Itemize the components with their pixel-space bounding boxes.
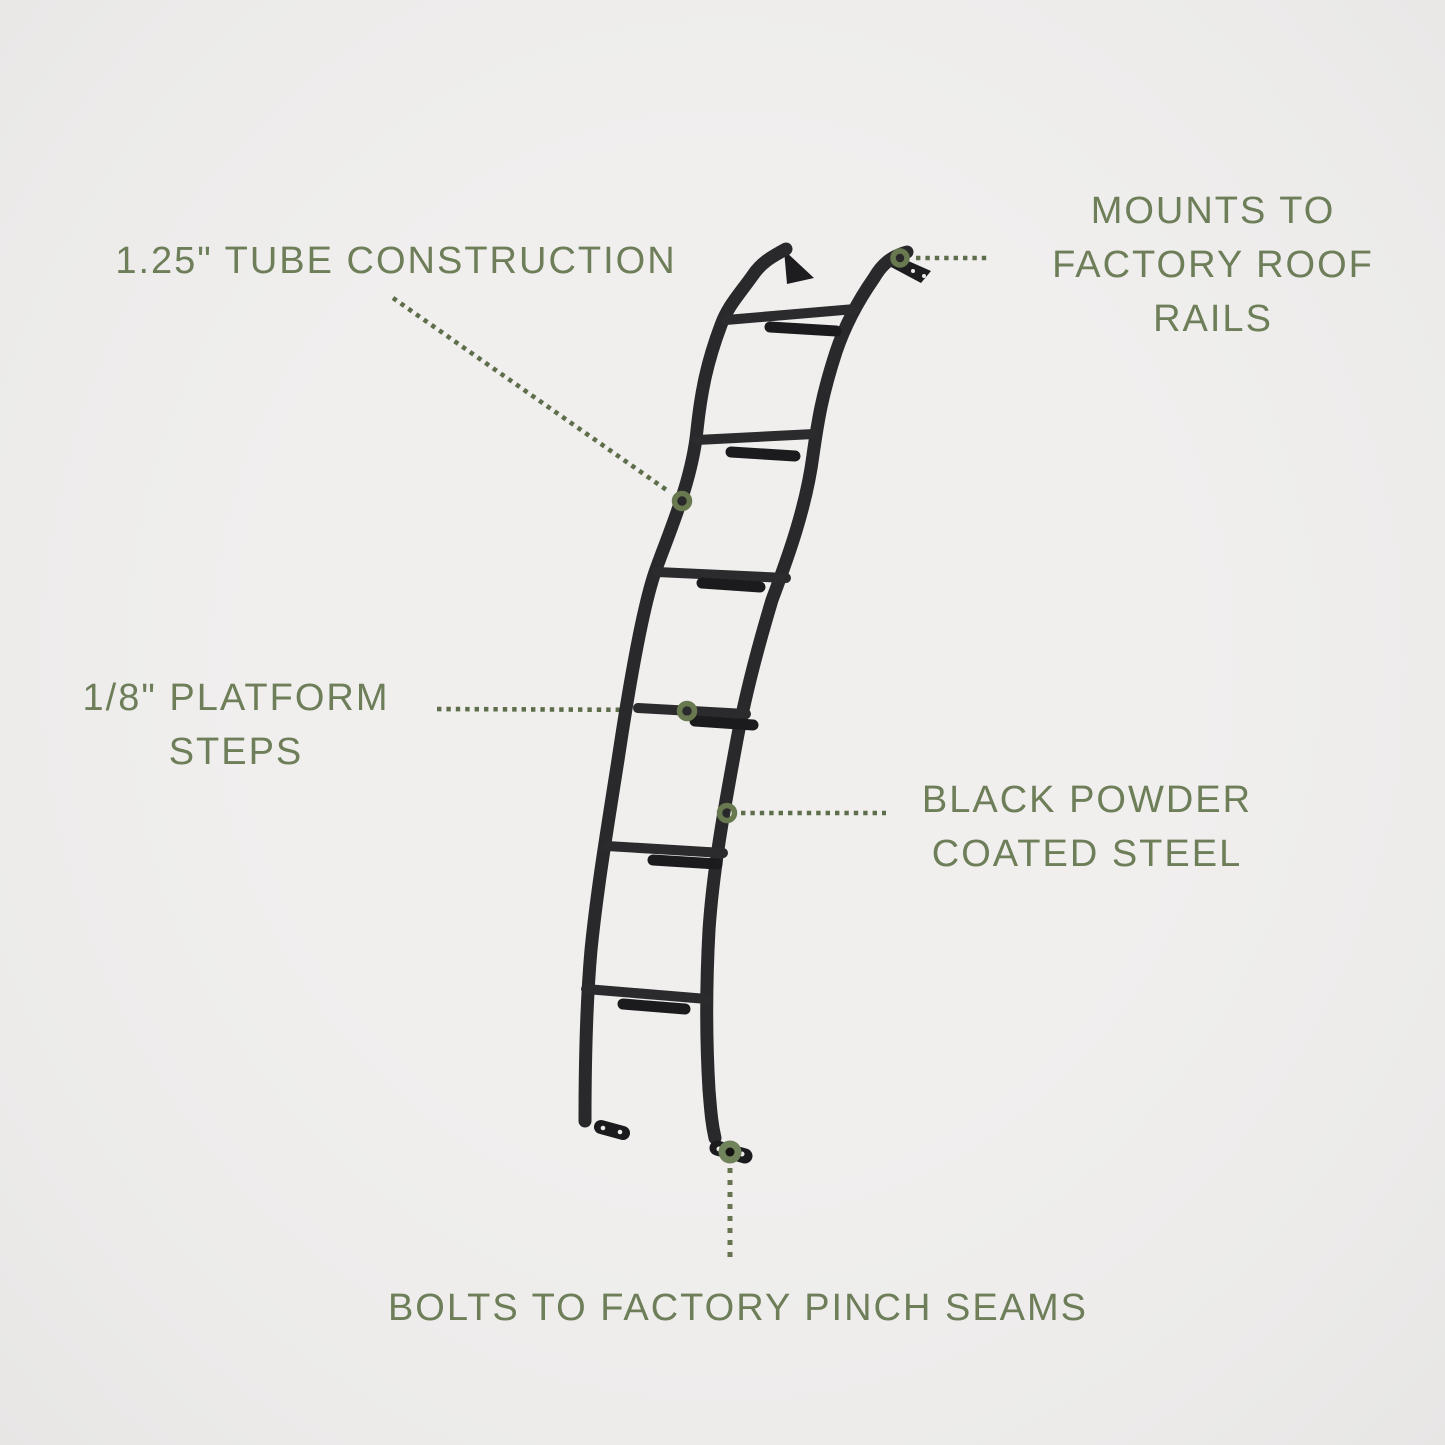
ladder-rung <box>602 841 728 858</box>
callout-bolt-marker-center <box>725 1147 735 1157</box>
bracket-hole <box>600 1125 606 1131</box>
callout-label-pinch-seams: BOLTS TO FACTORY PINCH SEAMS <box>387 1287 1089 1329</box>
bracket-hole <box>922 274 926 278</box>
leader-line-platform-steps <box>436 706 673 713</box>
platform-step-plate <box>764 321 842 337</box>
callout-ring-marker-platform-steps <box>676 700 698 722</box>
platform-step-plate <box>647 854 723 870</box>
ladder-right-rail <box>700 245 914 1145</box>
callout-line: RAILS <box>1153 298 1273 340</box>
ladder-rung <box>652 567 791 583</box>
callout-label-platform-steps: 1/8" PLATFORM STEPS <box>83 671 390 779</box>
callout-line: BLACK POWDER <box>921 779 1253 821</box>
callout-label-powder-coated: BLACK POWDER COATED STEEL <box>922 773 1252 881</box>
bracket-hole <box>617 1129 623 1135</box>
left-roof-hook-bracket <box>784 250 814 284</box>
platform-step-plate <box>617 998 691 1015</box>
callout-label-roof-rails: MOUNTS TO FACTORY ROOF RAILS <box>1052 184 1374 346</box>
callout-line: MOUNTS TO <box>1090 190 1336 232</box>
ladder-rung <box>581 984 712 1004</box>
callout-ring-marker-powder-coated <box>716 802 738 824</box>
ladder-rung <box>692 429 819 445</box>
leader-line-tube-construction <box>391 296 670 493</box>
callout-line: COATED STEEL <box>931 833 1243 875</box>
platform-step-plate <box>689 715 759 731</box>
callout-label-tube-construction: 1.25" TUBE CONSTRUCTION <box>115 240 677 282</box>
platform-step-plate <box>696 577 766 593</box>
platform-step-plate <box>725 446 801 462</box>
callout-ring-marker-roof-rails <box>890 248 910 268</box>
callout-line: FACTORY ROOF <box>1052 244 1374 286</box>
ladder-rung <box>721 304 860 325</box>
bracket-hole <box>911 269 915 273</box>
callout-line: 1/8" PLATFORM <box>82 677 390 719</box>
callout-ring-marker-tube-construction <box>671 490 693 512</box>
callout-line: STEPS <box>168 731 304 773</box>
